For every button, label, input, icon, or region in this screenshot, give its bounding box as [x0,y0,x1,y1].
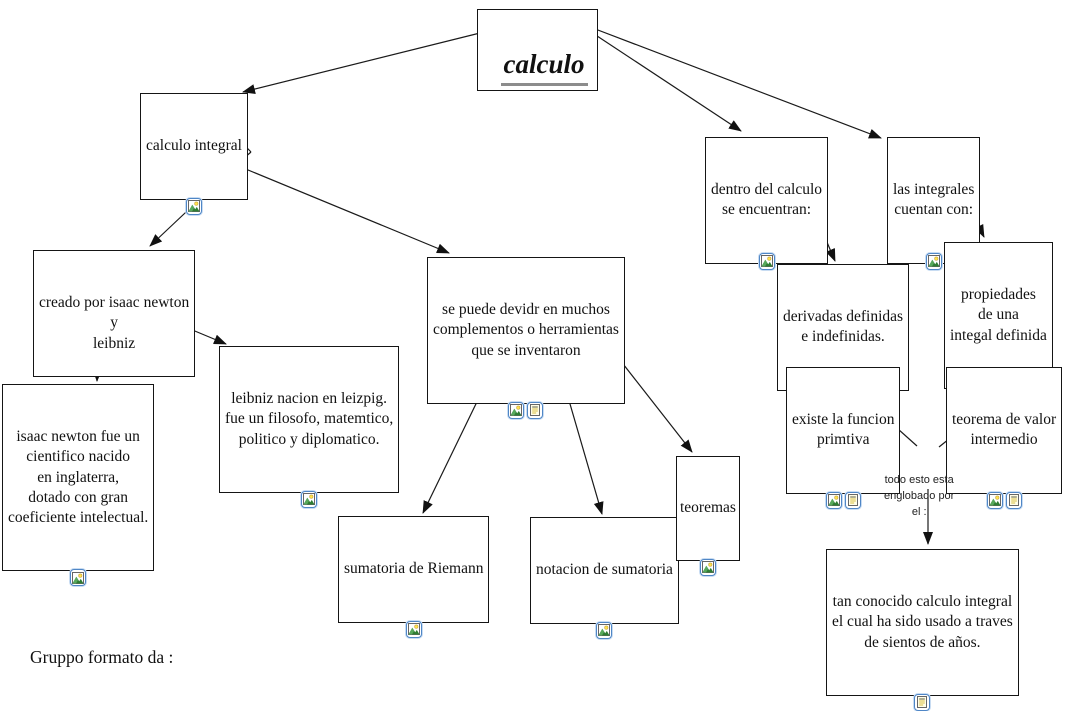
document-icon [1008,494,1020,506]
image-resource-icon[interactable] [301,490,318,508]
document-icon [847,494,859,506]
concept-label: teoremas [680,499,736,517]
concept-isaac-newton[interactable]: isaac newton fue un cientifico nacido en… [2,384,155,587]
concept-label: leibniz nacion en leizpig. fue un filoso… [225,390,394,448]
text-resource-icon[interactable] [527,401,544,419]
image-icon [761,255,773,267]
resource-icons [787,491,899,509]
concept-label: notacion de sumatoria [536,561,673,579]
footer-caption: Gruppo formato da : [30,647,174,667]
concept-leibniz[interactable]: leibniz nacion en leizpig. fue un filoso… [219,346,400,508]
concept-notacion-sumatoria[interactable]: notacion de sumatoria [530,517,679,639]
concept-teorema-valor[interactable]: teorema de valor intermedio [946,367,1063,509]
image-icon [510,404,522,416]
resource-icons [339,620,488,638]
concept-calculo[interactable]: calculo [477,9,598,92]
resource-icons [141,197,247,215]
image-icon [72,572,84,584]
concept-funcion-primitiva[interactable]: existe la funcion primtiva [786,367,901,509]
text-resource-icon[interactable] [844,491,861,509]
image-icon [188,200,200,212]
document-icon [916,696,928,708]
image-resource-icon[interactable] [825,491,842,509]
concept-propiedades[interactable]: propiedades de una integal definida [944,242,1053,395]
concept-label: calculo integral [146,137,242,155]
concept-label: existe la funcion primtiva [792,411,895,449]
resource-icons [706,252,827,270]
concept-label: creado por isaac newton y leibniz [39,294,190,352]
concept-label: sumatoria de Riemann [344,560,484,578]
concept-label: las integrales cuentan con: [893,181,975,219]
concept-label: dentro del calculo se encuentran: [711,181,823,219]
concept-label: se puede devidr en muchos complementos o… [433,301,619,359]
linking-phrase-englobado[interactable]: todo esto esta englobado por el : [884,441,954,537]
image-resource-icon[interactable] [185,197,202,215]
concept-calculo-integral[interactable]: calculo integral [140,93,248,215]
concept-se-puede-dividir[interactable]: se puede devidr en muchos complementos o… [427,257,625,419]
concept-creado-por[interactable]: creado por isaac newton y leibniz [33,250,196,377]
linking-phrase-label: todo esto esta englobado por el : [884,473,955,518]
image-resource-icon[interactable] [596,621,613,639]
resource-icons [947,491,1061,509]
image-resource-icon[interactable] [758,252,775,270]
image-icon [408,623,420,635]
text-resource-icon[interactable] [914,693,931,711]
image-icon [928,255,940,267]
resource-icons [677,558,739,576]
concept-dentro-del-calculo[interactable]: dentro del calculo se encuentran: [705,137,829,270]
concept-label: derivadas definidas e indefinidas. [783,308,904,346]
resource-icons [428,401,624,419]
resource-icons [888,252,979,270]
image-icon [989,494,1001,506]
image-resource-icon[interactable] [508,401,525,419]
connector-line[interactable] [589,26,882,139]
concept-label: isaac newton fue un cientifico nacido en… [8,428,149,526]
image-icon [828,494,840,506]
image-icon [598,624,610,636]
image-resource-icon[interactable] [405,620,422,638]
connector-line[interactable] [587,29,742,132]
resource-icons [3,569,153,587]
concept-label: propiedades de una integal definida [950,286,1047,344]
image-resource-icon[interactable] [986,491,1003,509]
concept-label: tan conocido calculo integral el cual ha… [832,593,1013,651]
concept-sumatoria-riemann[interactable]: sumatoria de Riemann [338,516,490,638]
concept-label: calculo [500,47,588,87]
connector-line[interactable] [242,32,481,94]
image-resource-icon[interactable] [699,558,716,576]
concept-label: teorema de valor intermedio [952,411,1057,449]
concept-tan-conocido[interactable]: tan conocido calculo integral el cual ha… [826,549,1019,711]
image-icon [702,561,714,573]
resource-icons [531,621,678,639]
image-icon [303,493,315,505]
concept-teoremas[interactable]: teoremas [676,456,740,576]
connector-line[interactable] [235,164,450,254]
image-resource-icon[interactable] [925,252,942,270]
resource-icons [827,693,1018,711]
text-resource-icon[interactable] [1005,491,1022,509]
image-resource-icon[interactable] [70,569,87,587]
resource-icons [220,490,398,508]
document-icon [529,404,541,416]
